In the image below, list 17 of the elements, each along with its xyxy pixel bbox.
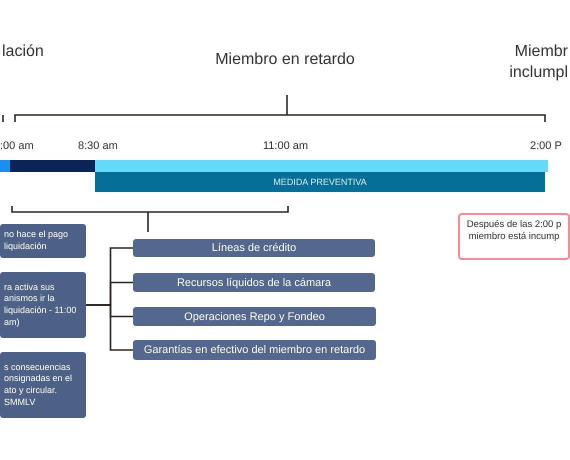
connector-line — [86, 304, 133, 351]
time-label: :00 am — [0, 140, 34, 152]
time-label: 8:30 am — [78, 140, 118, 152]
option-box: Operaciones Repo y Fondeo — [133, 307, 376, 326]
measure-bar: MEDIDA PREVENTIVA — [95, 172, 545, 192]
time-label: 2:00 P — [530, 140, 562, 152]
option-box: Recursos líquidos de la cámara — [133, 273, 375, 292]
heading: Miembro en retardo — [200, 50, 370, 71]
info-box: no hace el pago liquidación — [0, 224, 86, 258]
option-box: Líneas de crédito — [133, 239, 375, 257]
info-box: s consecuencias onsignadas en el ato y circular. SMMLV — [0, 352, 86, 418]
option-box: Garantías en efectivo del miembro en retardo — [133, 340, 376, 360]
heading: Miembr inclumpl — [480, 42, 568, 84]
warning-note: Después de las 2:00 p miembro está incump — [458, 213, 570, 260]
heading: lación — [2, 42, 62, 63]
info-box: ra activa sus anismos ir la liquidación - 11:00 am) — [0, 272, 86, 338]
time-label: 11:00 am — [263, 140, 308, 152]
